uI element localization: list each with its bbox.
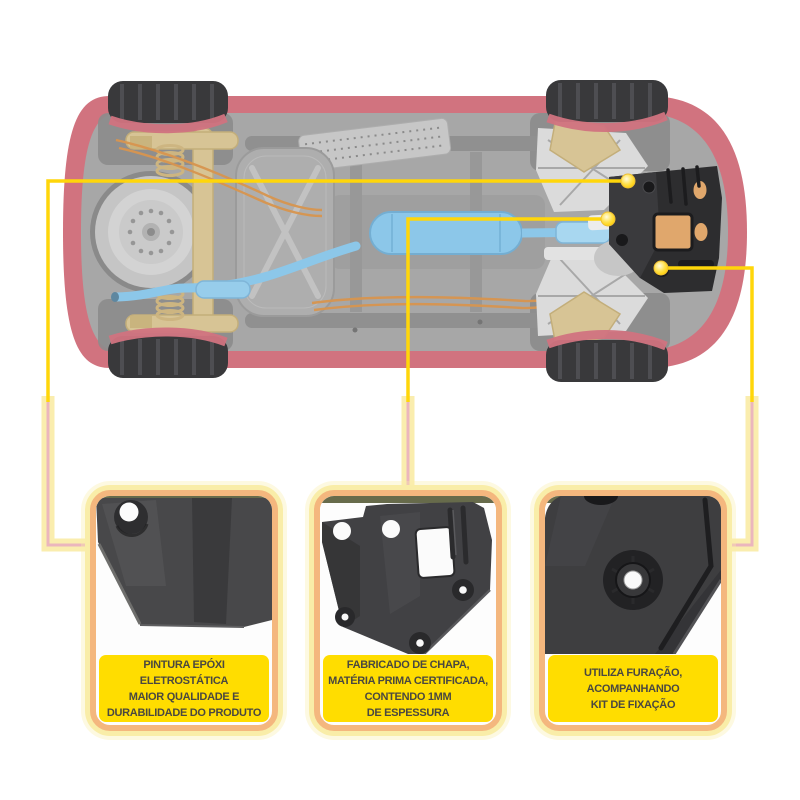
detail-card-sheet-material: FABRICADO DE CHAPA, MATÉRIA PRIMA CERTIF… <box>314 490 502 731</box>
plate-full-photo <box>320 496 496 654</box>
callout-line-2 <box>406 217 608 402</box>
callout-line-3 <box>661 266 754 402</box>
plate-cutout <box>414 526 456 579</box>
plate-corner-photo <box>96 496 272 654</box>
detail-card-epoxy-paint: PINTURA EPÓXI ELETROSTÁTICA MAIOR QUALID… <box>90 490 278 731</box>
skid-plate <box>609 165 722 293</box>
callout-line-1-fade <box>46 400 89 547</box>
card-label: PINTURA EPÓXI ELETROSTÁTICA MAIOR QUALID… <box>99 655 269 722</box>
bolt-hole <box>119 502 139 522</box>
fender-arches <box>108 111 668 351</box>
callout-dot-3 <box>653 260 669 276</box>
card-label: FABRICADO DE CHAPA, MATÉRIA PRIMA CERTIF… <box>323 655 493 722</box>
card-label: UTILIZA FURAÇÃO, ACOMPANHANDO KIT DE FIX… <box>548 655 718 722</box>
callout-dot-2 <box>600 211 616 227</box>
callout-lines <box>41 173 759 552</box>
spare-tire <box>90 171 212 293</box>
plate-hole-photo <box>545 496 721 654</box>
tires <box>108 80 668 382</box>
car-body <box>63 80 747 382</box>
detail-card-mounting-kit: UTILIZA FURAÇÃO, ACOMPANHANDO KIT DE FIX… <box>539 490 727 731</box>
callout-line-1 <box>46 179 628 402</box>
plate-hole <box>382 520 400 538</box>
countersunk-bolt-hole <box>603 550 663 610</box>
plate-hole <box>333 522 351 540</box>
callout-dot-1 <box>620 173 636 189</box>
callout-line-3-fade <box>728 400 754 547</box>
recessed-bolts <box>335 579 474 654</box>
